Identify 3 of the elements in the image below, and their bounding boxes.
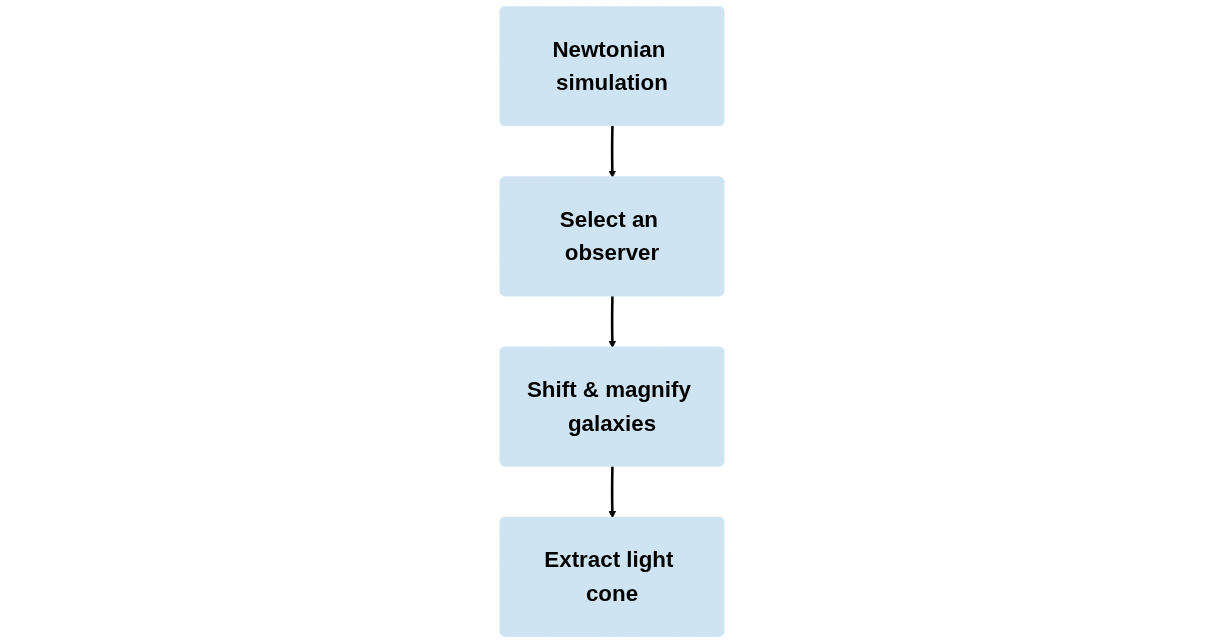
arrow — [608, 125, 617, 178]
arrow — [608, 296, 617, 349]
arrow — [608, 466, 617, 519]
